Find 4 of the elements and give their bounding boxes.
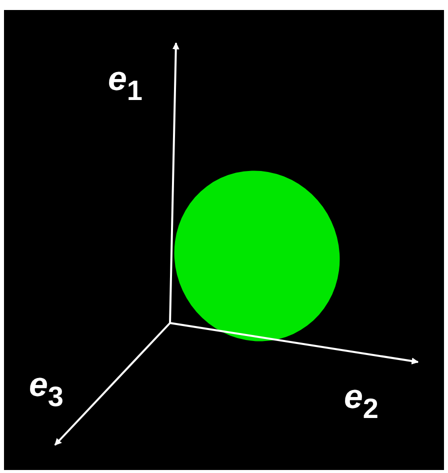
sphere — [174, 170, 340, 342]
axis-label: e$_{1}$ — [108, 62, 142, 105]
axis-label: e$_{3}$ — [29, 368, 64, 411]
axis-label: e$_{2}$ — [344, 380, 378, 423]
